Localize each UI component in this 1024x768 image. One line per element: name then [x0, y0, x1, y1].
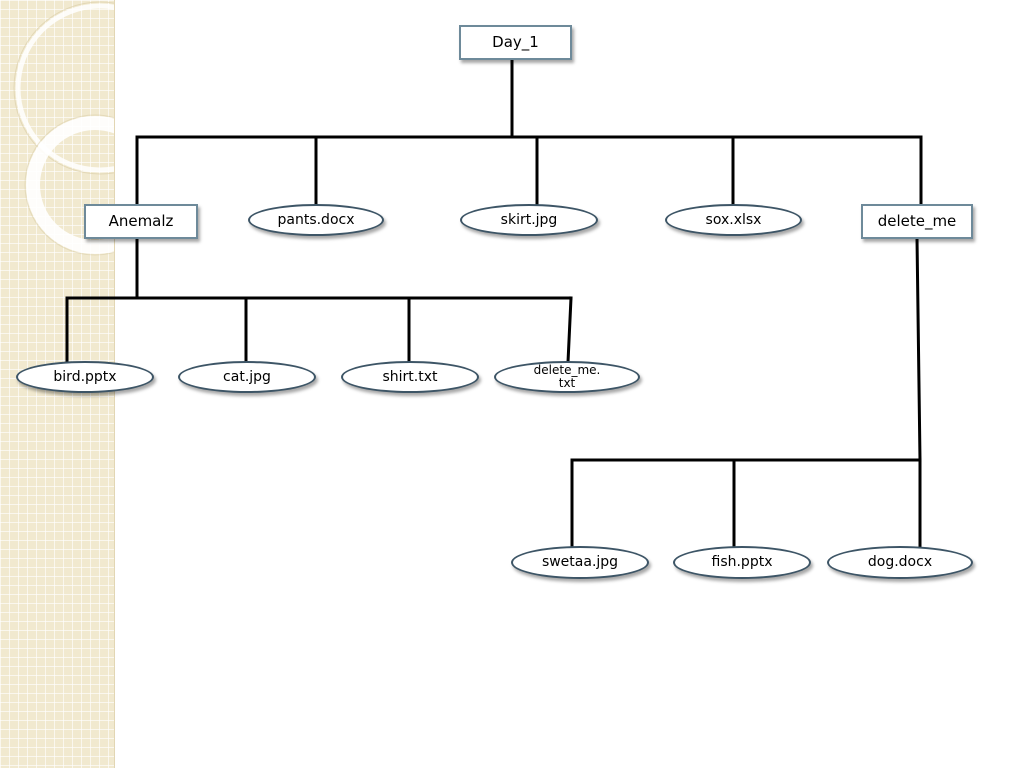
- file-cat-jpg: cat.jpg: [178, 361, 316, 393]
- folder-anemalz: Anemalz: [84, 204, 198, 239]
- folder-delete-me-label: delete_me: [877, 211, 957, 230]
- folder-day-1-label: Day_1: [492, 32, 539, 51]
- folder-day-1: Day_1: [459, 25, 572, 60]
- file-cat-jpg-label: cat.jpg: [223, 368, 271, 385]
- file-pants-docx-label: pants.docx: [277, 211, 355, 228]
- file-swetaa-jpg: swetaa.jpg: [511, 546, 649, 579]
- file-swetaa-jpg-label: swetaa.jpg: [541, 554, 619, 571]
- file-skirt-jpg: skirt.jpg: [460, 204, 598, 236]
- folder-anemalz-label: Anemalz: [108, 211, 174, 230]
- file-sox-xlsx: sox.xlsx: [665, 204, 802, 236]
- folder-delete-me: delete_me: [861, 204, 973, 239]
- file-delete-me-txt: delete_me. txt: [494, 361, 640, 393]
- file-fish-pptx-label: fish.pptx: [711, 554, 773, 571]
- file-dog-docx: dog.docx: [827, 546, 973, 579]
- file-dog-docx-label: dog.docx: [867, 554, 933, 571]
- decorative-rings-icon: [13, 1, 114, 256]
- file-fish-pptx: fish.pptx: [673, 546, 811, 579]
- file-skirt-jpg-label: skirt.jpg: [500, 211, 558, 228]
- file-delete-me-txt-label: delete_me. txt: [533, 363, 601, 390]
- file-bird-pptx: bird.pptx: [16, 361, 154, 393]
- file-bird-pptx-label: bird.pptx: [53, 368, 117, 385]
- file-sox-xlsx-label: sox.xlsx: [705, 211, 762, 228]
- file-shirt-txt-label: shirt.txt: [382, 368, 438, 385]
- file-pants-docx: pants.docx: [248, 204, 384, 236]
- connector-delete-me-trunk: [915, 236, 922, 462]
- connector-delete-me-txt: [566, 296, 573, 364]
- file-shirt-txt: shirt.txt: [341, 361, 479, 393]
